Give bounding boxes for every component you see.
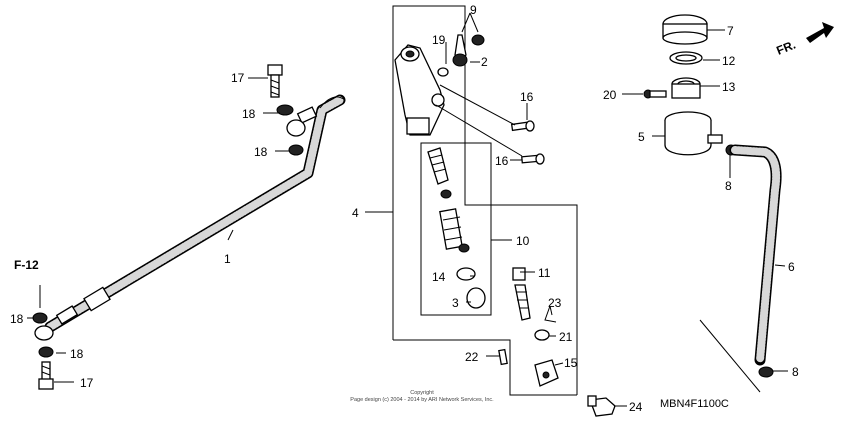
callout-15: 15 <box>564 356 578 370</box>
callout-20: 20 <box>603 88 617 102</box>
upper-banjo-bolt <box>267 64 306 156</box>
piston-kit <box>427 147 486 309</box>
diagram-code: MBN4F1100C <box>660 398 729 410</box>
callout-9: 9 <box>470 3 477 17</box>
callout-1: 1 <box>224 252 231 266</box>
leader-lines <box>27 12 788 407</box>
callout-16-upper: 16 <box>520 90 534 104</box>
frame-lower <box>393 339 577 396</box>
callout-7: 7 <box>727 24 734 38</box>
callout-14: 14 <box>432 270 446 284</box>
assembly-frames <box>365 5 578 396</box>
callout-4: 4 <box>352 206 359 220</box>
callout-13: 13 <box>722 80 736 94</box>
copyright-line-2: Page design (c) 2004 - 2014 by ARI Netwo… <box>350 397 494 403</box>
callout-11: 11 <box>538 266 551 280</box>
ref-label: F-12 <box>14 258 39 272</box>
copyright-line-1: Copyright <box>410 390 434 396</box>
callout-21: 21 <box>559 330 573 344</box>
pushrod-parts <box>498 267 559 387</box>
brake-hose <box>44 94 346 333</box>
callout-18-upper-a: 18 <box>242 107 256 121</box>
callout-5: 5 <box>638 130 645 144</box>
callout-6: 6 <box>788 260 795 274</box>
callout-23: 23 <box>548 296 562 310</box>
reservoir-assembly <box>643 14 737 156</box>
callout-8-upper: 8 <box>725 179 732 193</box>
fitting-parts <box>437 34 485 77</box>
callout-10: 10 <box>516 234 530 248</box>
callout-16-lower: 16 <box>495 154 509 168</box>
callout-17-lower: 17 <box>80 376 94 390</box>
callout-18-upper-b: 18 <box>254 145 268 159</box>
reservoir-hose <box>699 144 782 393</box>
master-cylinder-body <box>394 44 445 136</box>
callout-19: 19 <box>432 33 446 47</box>
callout-8-lower: 8 <box>792 365 799 379</box>
callout-17-upper: 17 <box>231 71 245 85</box>
callout-18-lower-a: 18 <box>10 312 24 326</box>
frame-piston-kit <box>420 142 492 316</box>
lower-banjo-bolt <box>32 312 54 390</box>
screws-16 <box>435 84 545 165</box>
callout-2: 2 <box>481 55 488 69</box>
callout-12: 12 <box>722 54 736 68</box>
part-24 <box>587 395 616 417</box>
front-direction-label: FR. <box>774 38 797 58</box>
callout-22: 22 <box>465 350 479 364</box>
callout-18-lower-b: 18 <box>70 347 84 361</box>
callout-24: 24 <box>629 400 643 414</box>
callout-3: 3 <box>452 296 459 310</box>
callout-labels: 1 17 18 18 F-12 18 18 17 4 10 9 19 2 16 … <box>10 3 799 414</box>
front-direction-arrow <box>806 22 834 43</box>
frame-master-cylinder <box>392 5 578 395</box>
